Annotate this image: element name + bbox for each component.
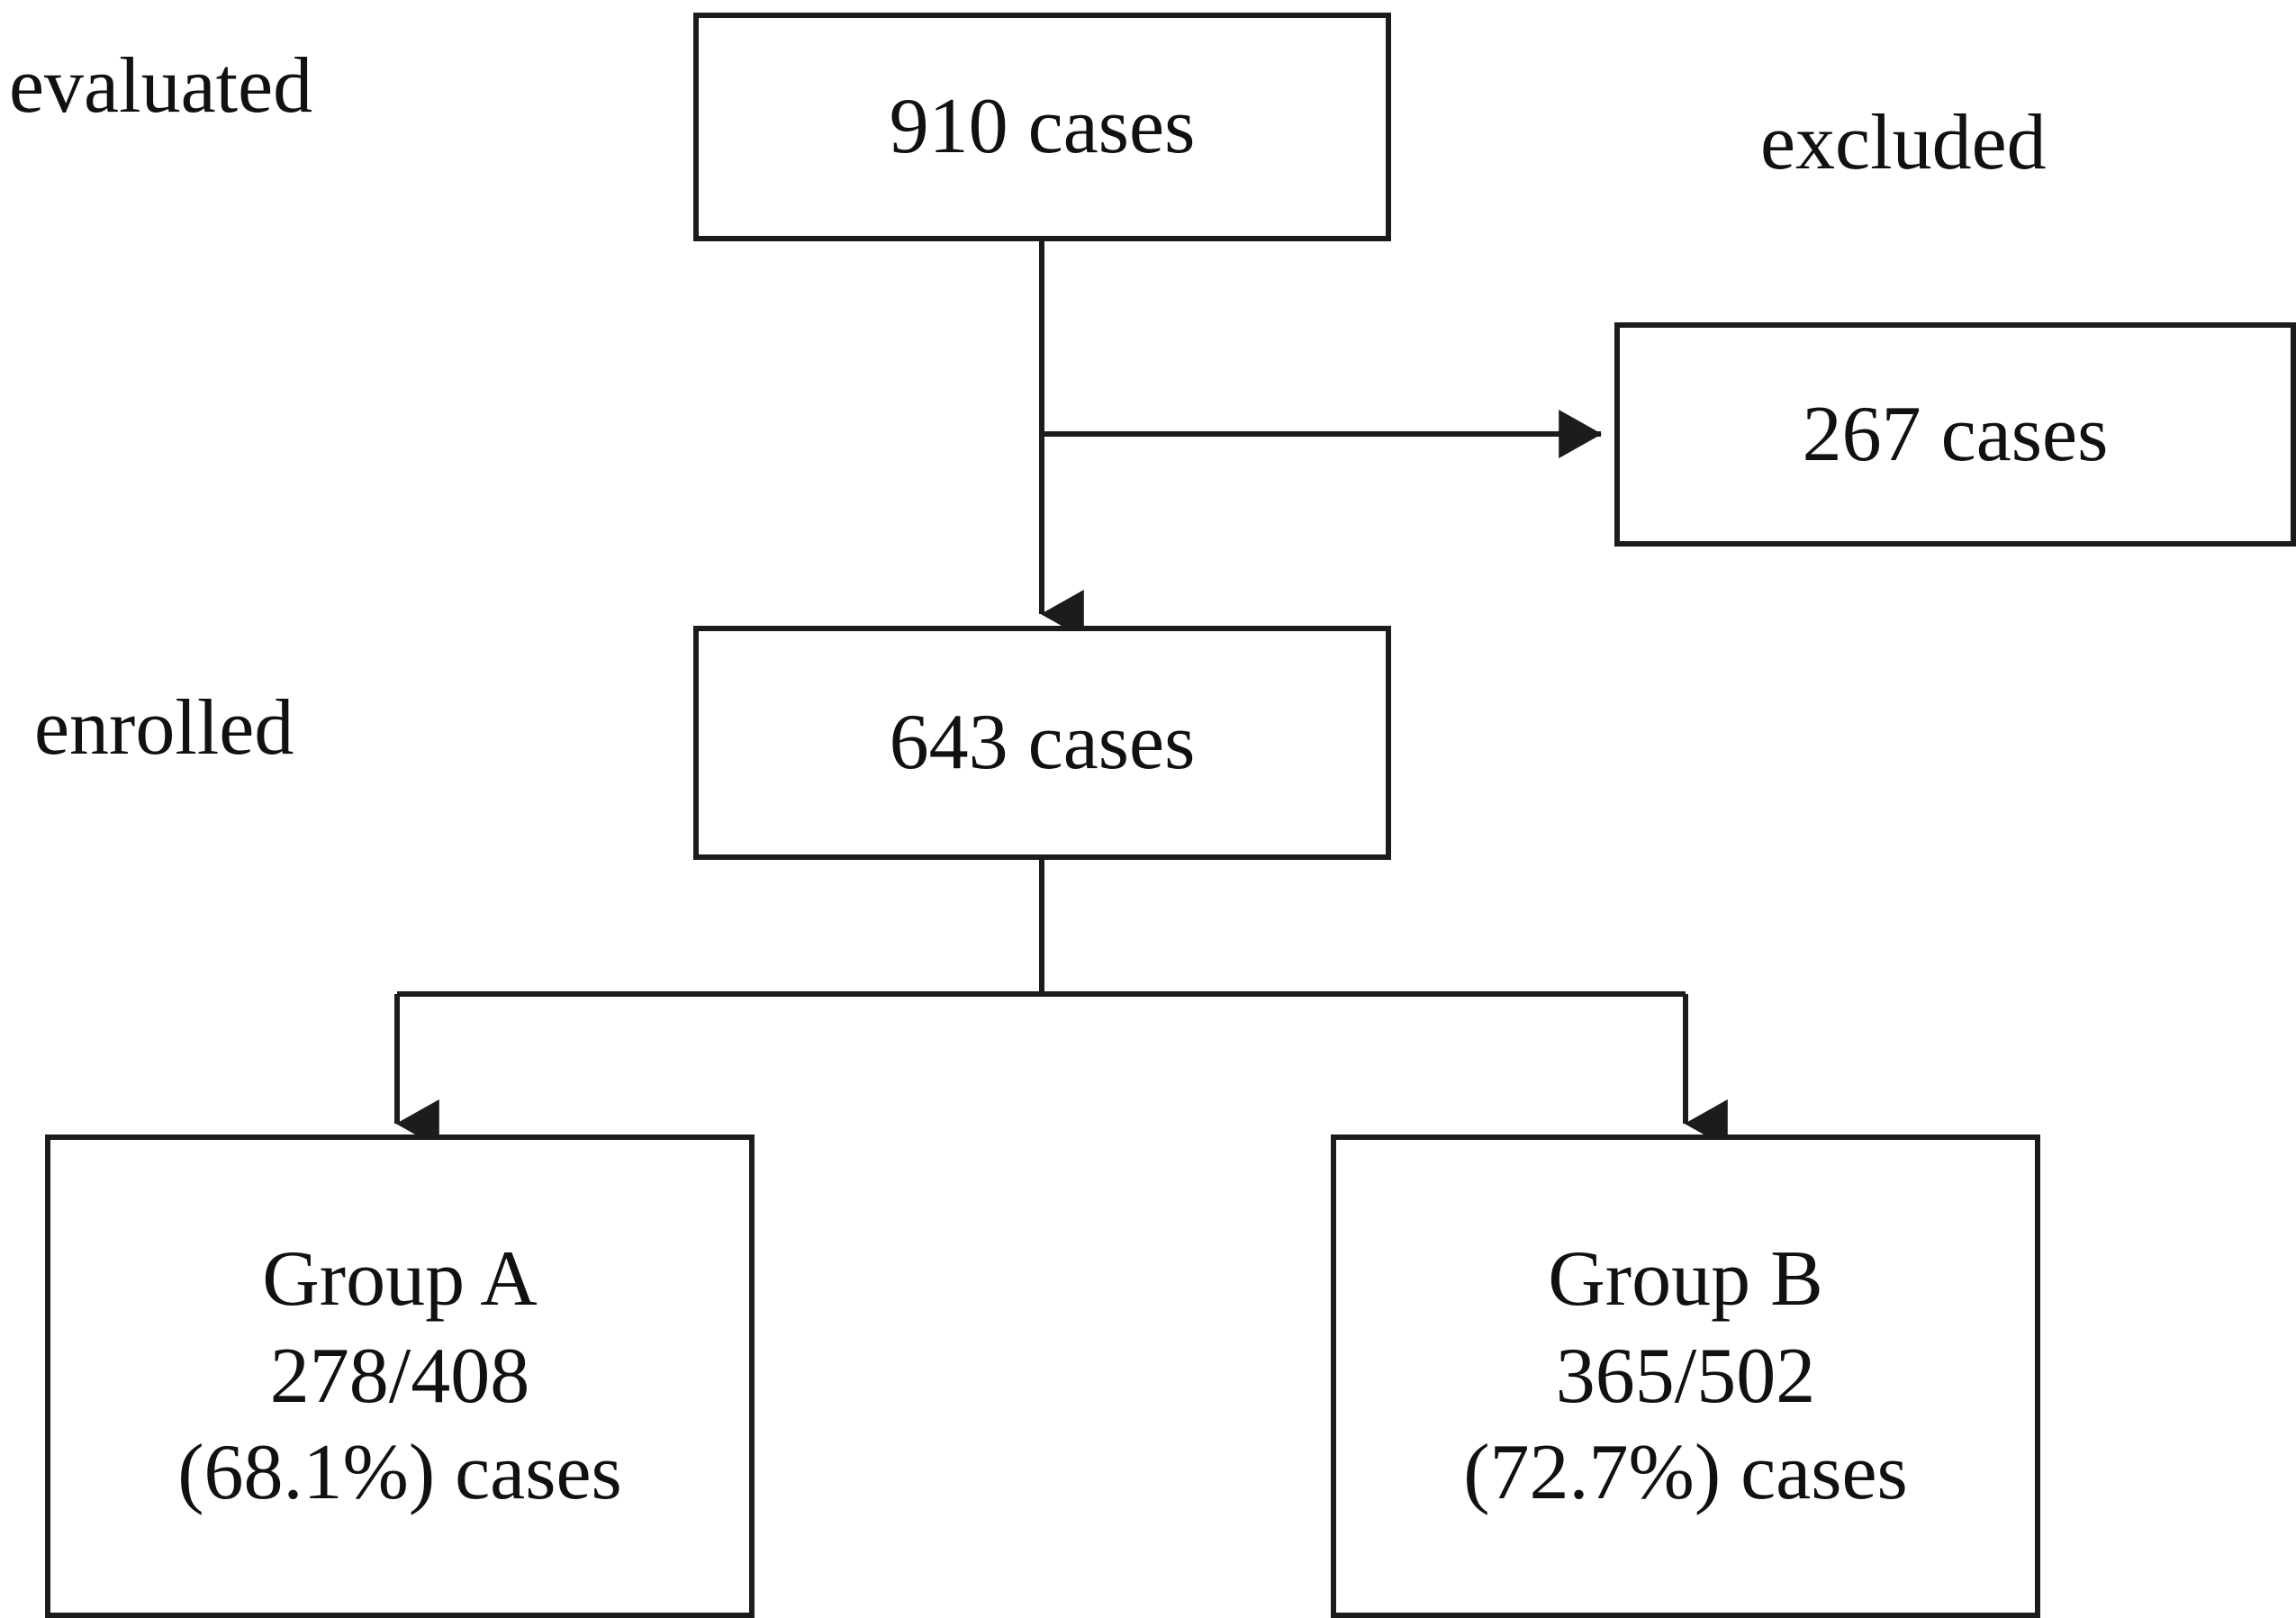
stage-label-evaluated: evaluated — [9, 42, 313, 130]
node-evaluated-cases: 910 cases — [693, 13, 1391, 241]
node-group-b: Group B 365/502 (72.7%) cases — [1331, 1134, 2040, 1618]
node-enrolled-cases: 643 cases — [693, 626, 1391, 860]
node-evaluated-line-1: 910 cases — [889, 83, 1196, 171]
stage-label-excluded: excluded — [1760, 99, 2047, 186]
node-group-a: Group A 278/408 (68.1%) cases — [45, 1134, 755, 1618]
node-group-a-line-1: Group A — [262, 1235, 538, 1324]
node-group-b-line-3: (72.7%) cases — [1463, 1429, 1908, 1517]
node-group-b-line-1: Group B — [1548, 1235, 1823, 1324]
node-enrolled-line-1: 643 cases — [889, 699, 1196, 787]
node-excluded-line-1: 267 cases — [1802, 390, 2109, 478]
node-group-a-line-3: (68.1%) cases — [177, 1429, 622, 1517]
node-excluded-cases: 267 cases — [1614, 322, 2296, 547]
node-group-a-line-2: 278/408 — [269, 1332, 530, 1420]
stage-label-enrolled: enrolled — [34, 684, 294, 772]
node-group-b-line-2: 365/502 — [1555, 1332, 1816, 1420]
